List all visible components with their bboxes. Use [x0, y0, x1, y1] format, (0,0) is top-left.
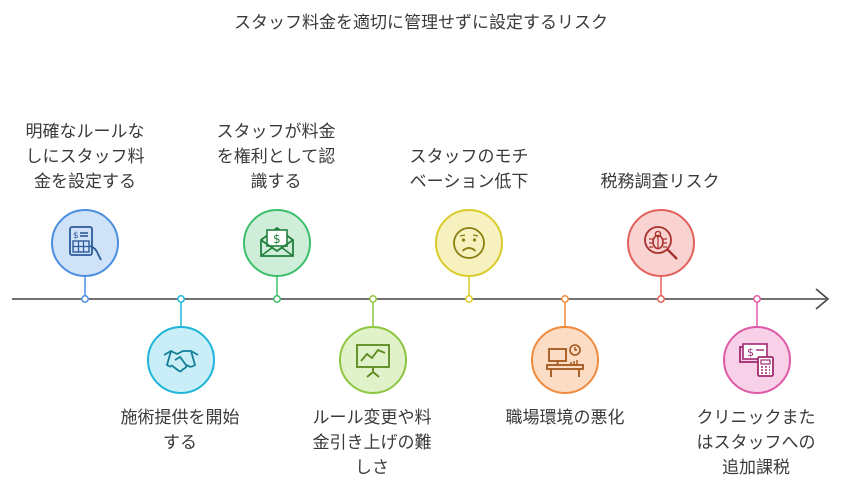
item-label-6: 税務調査リスク — [600, 172, 720, 192]
timeline-dot-0 — [81, 295, 89, 303]
timeline-dot-5 — [561, 295, 569, 303]
timeline-dot-6 — [657, 295, 665, 303]
item-label-2: スタッフが料金 を権利として認 識する — [216, 122, 336, 192]
money-envelope-icon: $ — [260, 226, 294, 257]
bug-search-icon — [644, 226, 678, 260]
timeline-dot-3 — [369, 295, 377, 303]
item-icon-circle-0: $ — [51, 209, 119, 277]
cash-calculator-icon: $ — [739, 343, 774, 377]
sad-face-icon — [453, 227, 485, 259]
item-icon-circle-6 — [627, 209, 695, 277]
item-label-0: 明確なルールな しにスタッフ料 金を設定する — [25, 122, 145, 192]
desk-icon — [546, 344, 584, 377]
timeline-dot-2 — [273, 295, 281, 303]
timeline-dot-1 — [177, 295, 185, 303]
diagram-title: スタッフ料金を適切に管理せずに設定するリスク — [234, 13, 608, 33]
svg-text:$: $ — [73, 231, 79, 241]
item-icon-circle-3 — [339, 326, 407, 394]
item-icon-circle-1 — [147, 326, 215, 394]
timeline-dot-7 — [753, 295, 761, 303]
item-icon-circle-2: $ — [243, 209, 311, 277]
item-label-1: 施術提供を開始 する — [120, 408, 240, 453]
timeline-arrowhead — [815, 288, 830, 310]
item-icon-circle-5 — [531, 326, 599, 394]
calculator-hand-icon: $ — [69, 226, 102, 261]
item-label-7: クリニックまた はスタッフへの 追加課税 — [696, 408, 816, 478]
item-label-4: スタッフのモチ ベーション低下 — [409, 147, 529, 192]
item-label-3: ルール変更や料 金引き上げの難 しさ — [312, 408, 432, 478]
item-icon-circle-4 — [435, 209, 503, 277]
chart-board-icon — [356, 344, 390, 378]
item-label-5: 職場環境の悪化 — [505, 408, 625, 428]
timeline-dot-4 — [465, 295, 473, 303]
svg-text:$: $ — [747, 346, 754, 359]
svg-text:$: $ — [273, 232, 281, 246]
handshake-icon — [163, 349, 199, 373]
item-icon-circle-7: $ — [723, 326, 791, 394]
